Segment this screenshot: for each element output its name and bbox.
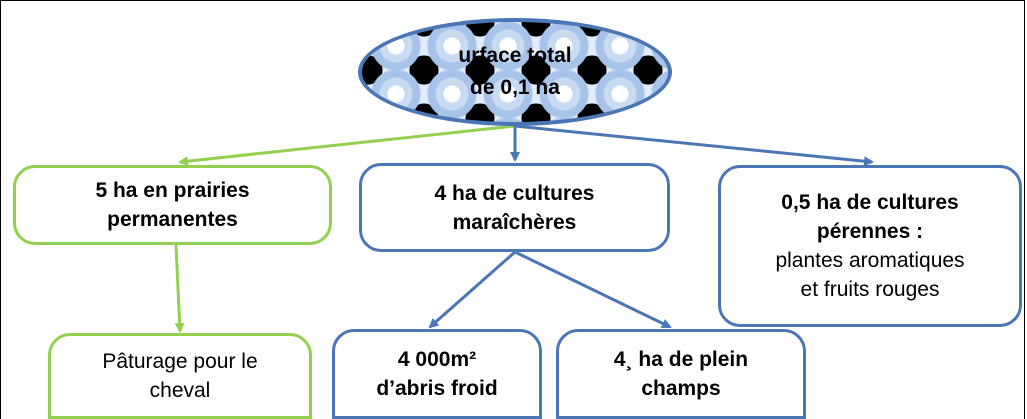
connector-maraichage-to-abris [428,250,516,329]
root-node-total-surface: urface total de 0,1 ha [358,18,672,126]
root-node-label-line2: de 0,1 ha [470,76,560,99]
node-plein-champs: 4¸ ha de plein champs [556,329,806,419]
node-paturage-line2: cheval [149,379,211,402]
node-prairies-permanentes: 5 ha en prairies permanentes [13,165,332,245]
node-plein-champs-line1: 4¸ ha de plein [613,348,749,371]
node-maraichage-line1: 4 ha de cultures [434,181,595,205]
node-abris-line1: 4 000m² [397,348,477,371]
node-cultures-maraicheres: 4 ha de cultures maraîchères [359,163,670,252]
node-maraichage-line2: maraîchères [452,210,577,234]
node-prairies-line2: permanentes [107,208,238,231]
node-perennes-line3: plantes aromatiques [775,249,965,272]
node-perennes-line1: 0,5 ha de cultures [781,191,959,214]
node-abris-line2: d’abris froid [376,377,498,400]
connector-root-to-perennes [514,124,874,167]
node-paturage-cheval: Pâturage pour le cheval [48,333,312,419]
connector-prairies-to-paturage [174,244,185,333]
connector-root-to-prairies [178,124,516,167]
node-plein-champs-line2: champs [641,377,721,400]
node-paturage-line1: Pâturage pour le [102,350,258,373]
node-cultures-perennes: 0,5 ha de cultures pérennes : plantes ar… [718,165,1022,327]
node-abris-froid: 4 000m² d’abris froid [332,329,542,419]
node-perennes-line4: et fruits rouges [800,278,940,301]
node-prairies-line1: 5 ha en prairies [95,179,250,202]
root-node-label-line1: urface total [458,44,572,67]
node-perennes-line2: pérennes : [816,220,924,243]
connector-maraichage-to-plein-champs [514,250,672,329]
